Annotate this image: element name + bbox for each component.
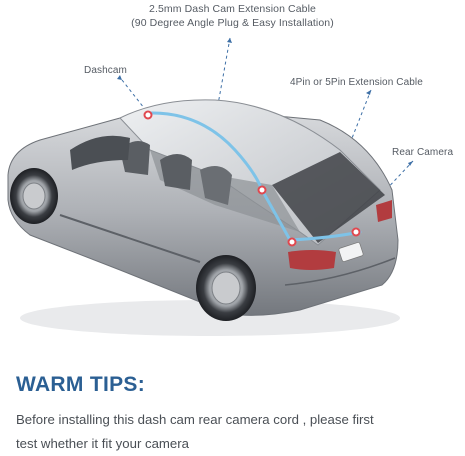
rear-camera-label: Rear Camera bbox=[392, 147, 454, 158]
cable-title-line1: 2.5mm Dash Cam Extension Cable bbox=[149, 3, 316, 15]
car-body bbox=[7, 99, 400, 336]
dashcam-label: Dashcam bbox=[84, 65, 127, 76]
warm-tips-line2: test whether it fit your camera bbox=[16, 436, 189, 451]
car-diagram bbox=[7, 37, 414, 336]
leader-arrowheads bbox=[117, 38, 413, 166]
cable-markers bbox=[143, 110, 361, 247]
front-wheel bbox=[10, 168, 58, 224]
warm-tips-line1: Before installing this dash cam rear cam… bbox=[16, 412, 374, 427]
extension-cable-label: 4Pin or 5Pin Extension Cable bbox=[290, 77, 423, 88]
extension-cable-route bbox=[148, 111, 362, 242]
warm-tips-heading: WARM TIPS: bbox=[16, 373, 145, 396]
warm-tips-body: Before installing this dash cam rear cam… bbox=[16, 408, 461, 456]
cable-title: 2.5mm Dash Cam Extension Cable (90 Degre… bbox=[0, 2, 465, 30]
cable-title-line2: (90 Degree Angle Plug & Easy Installatio… bbox=[131, 17, 334, 29]
rear-wheel bbox=[196, 255, 256, 321]
